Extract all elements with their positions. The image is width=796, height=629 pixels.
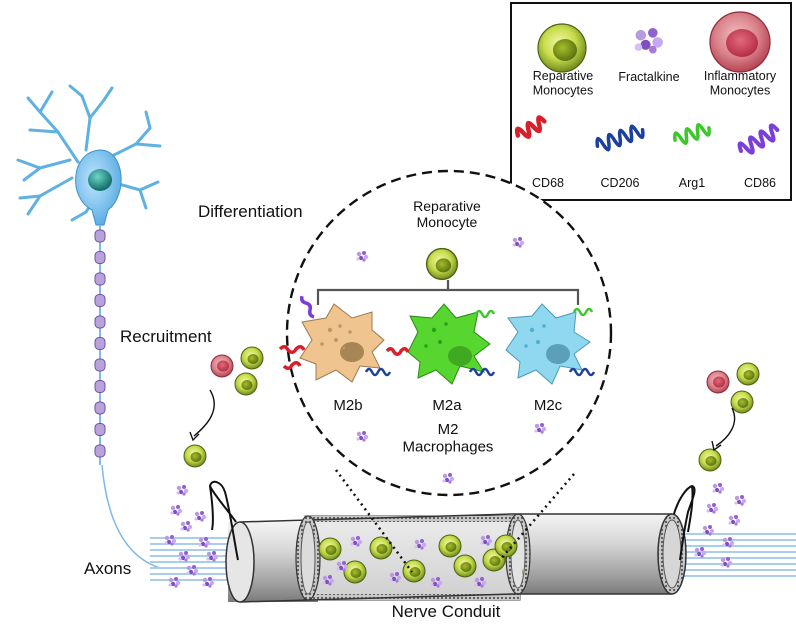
legend-cd206-label: CD206 — [601, 176, 640, 190]
neuron — [16, 84, 162, 569]
nerve-conduit-label: Nerve Conduit — [392, 602, 501, 621]
recruitment-label: Recruitment — [120, 327, 212, 346]
cd86-icon — [737, 123, 780, 155]
recruitment-cells-right — [698, 362, 760, 472]
nerve-conduit — [225, 513, 687, 603]
zoom-lines — [334, 469, 575, 573]
recruitment-arrow-right — [715, 407, 736, 447]
m2c-label: M2c — [534, 397, 563, 414]
m2a-macrophage — [385, 303, 496, 385]
reparative-monocyte-icon — [537, 23, 587, 73]
suture-right — [673, 484, 696, 561]
reparative-monocyte-cell — [425, 247, 459, 281]
inflammatory-monocyte-icon — [709, 11, 771, 73]
m2b-label: M2b — [333, 397, 362, 414]
neuron-axon-line — [101, 464, 161, 569]
differentiation-label: Differentiation — [198, 202, 303, 221]
legend-arg1-label: Arg1 — [679, 176, 705, 190]
legend-cd68-label: CD68 — [532, 176, 564, 190]
arg1-icon — [673, 123, 711, 145]
recruitment-cells-left — [183, 346, 264, 468]
myelin-segment — [94, 294, 106, 307]
axons-label: Axons — [84, 559, 131, 578]
myelin-segment — [94, 229, 106, 243]
myelin-segment — [94, 380, 106, 393]
m2c-macrophage — [505, 303, 596, 385]
suture-left — [208, 480, 239, 561]
recruitment-arrow-left — [193, 389, 215, 437]
cd68-icon — [514, 115, 547, 139]
myelin-segment — [94, 251, 106, 264]
cd206-icon — [595, 124, 645, 152]
myelin-segment — [94, 337, 106, 350]
myelin-segment — [94, 358, 106, 372]
legend-cd86-label: CD86 — [744, 176, 776, 190]
myelin-segment — [94, 423, 106, 436]
m2b-macrophage — [278, 295, 392, 383]
axon-segments — [94, 225, 106, 465]
differentiation-bracket — [316, 280, 580, 305]
neuron-nucleus — [88, 169, 112, 191]
myelin-segment — [94, 401, 106, 415]
myelin-segment — [94, 272, 106, 286]
m2a-label: M2a — [432, 397, 462, 414]
legend-fractalkine-label: Fractalkine — [618, 70, 679, 84]
myelin-segment — [94, 315, 106, 329]
axon-bundle-right — [680, 533, 796, 577]
myelin-segment — [94, 444, 106, 458]
